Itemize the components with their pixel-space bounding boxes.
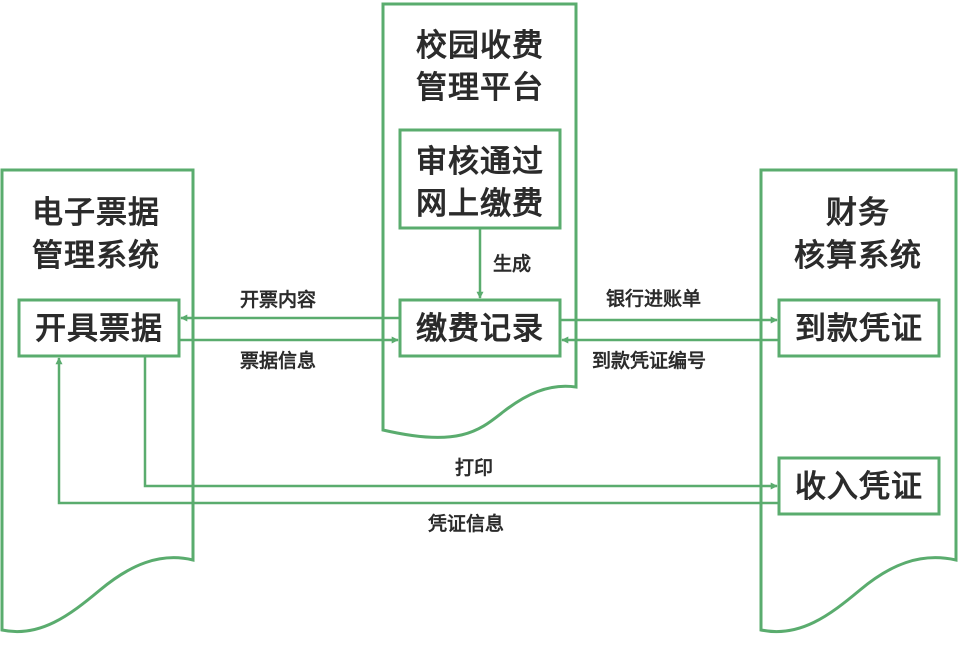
approve-payment-line1: 审核通过: [416, 144, 544, 180]
issue-invoice-box: [17, 298, 181, 358]
finance-system-title-line1: 财务: [826, 195, 890, 231]
issue-invoice-label: 开具票据: [35, 311, 163, 347]
generate-label: 生成: [493, 252, 531, 275]
receipt-voucher-box: [777, 298, 941, 358]
income-voucher-box: [777, 456, 941, 516]
print-label: 打印: [455, 456, 493, 479]
invoice-system-title-line1: 电子票据: [32, 195, 160, 231]
invoice-system-title-line2: 管理系统: [32, 238, 160, 274]
campus-platform-title-line2: 管理平台: [416, 70, 544, 106]
receipt-voucher-label: 到款凭证: [795, 311, 923, 347]
finance-system-panel: [759, 168, 958, 633]
campus-platform-title-line1: 校园收费: [416, 28, 544, 64]
invoice-content-label: 开票内容: [240, 288, 316, 311]
finance-system-title-line2: 核算系统: [794, 238, 922, 274]
voucher-info-arrow: [55, 357, 779, 505]
income-voucher-label: 收入凭证: [795, 469, 923, 505]
invoice-info-label: 票据信息: [240, 349, 316, 372]
payment-record-label: 缴费记录: [416, 311, 544, 347]
voucher-number-label: 到款凭证编号: [592, 349, 706, 372]
invoice-system-panel: [0, 168, 195, 633]
voucher-info-label: 凭证信息: [427, 512, 504, 535]
payment-record-box: [398, 298, 562, 358]
approve-payment-line2: 网上缴费: [416, 186, 544, 222]
bank-entry-label: 银行进账单: [606, 287, 701, 310]
approve-payment-box: [398, 128, 562, 230]
print-arrow: [143, 356, 778, 490]
